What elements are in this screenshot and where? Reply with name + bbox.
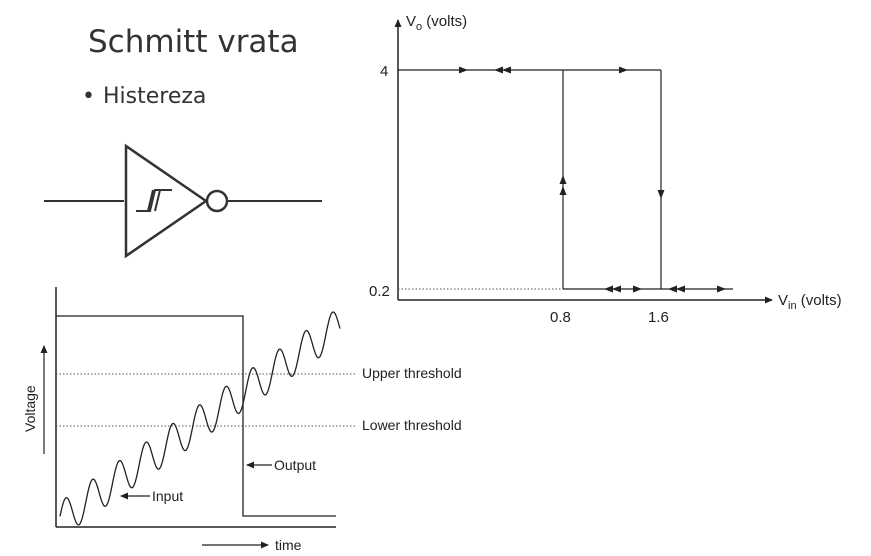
y-tick-4: 4 [380,63,388,80]
lower-threshold-label: Lower threshold [362,417,462,433]
schmitt-inverter-icon [44,143,322,259]
hysteresis-arrows [459,66,726,293]
bullet-text: Histereza [102,84,207,109]
x-tick-1-6: 1.6 [648,309,669,326]
bullet-dot: • [82,84,95,109]
input-signal [59,311,341,526]
arrow-left-4 [612,285,621,293]
arrow-right-2 [619,66,628,74]
voltage-label: Voltage [22,385,38,432]
waveform-plot: Upper threshold Lower threshold Output I… [22,287,462,553]
arrow-up-1 [559,175,567,184]
hysteresis-plot: Vo (volts) Vin (volts) 4 0.2 0.8 1.6 [369,13,842,326]
arrow-right-3 [633,285,642,293]
arrow-left-3 [604,285,613,293]
y-axis-label: Vo (volts) [406,13,467,33]
upper-threshold-label: Upper threshold [362,365,462,381]
bullet-item: • Histereza [82,84,206,109]
arrow-right-4 [717,285,726,293]
arrow-up-2 [559,186,567,195]
arrow-left-2 [502,66,511,74]
output-signal [56,315,336,517]
hysteresis-symbol-icon [136,189,172,212]
slide-title: Schmitt vrata [88,24,299,60]
arrow-left-5 [668,285,677,293]
x-tick-0-8: 0.8 [550,309,571,326]
arrow-left-1 [494,66,503,74]
output-label: Output [274,457,316,473]
arrow-right-1 [459,66,468,74]
y-tick-0-2: 0.2 [369,283,390,300]
arrow-left-6 [676,285,685,293]
arrow-down [657,190,665,199]
input-label: Input [152,488,183,504]
time-label: time [275,537,302,553]
x-axis-label: Vin (volts) [778,292,842,312]
